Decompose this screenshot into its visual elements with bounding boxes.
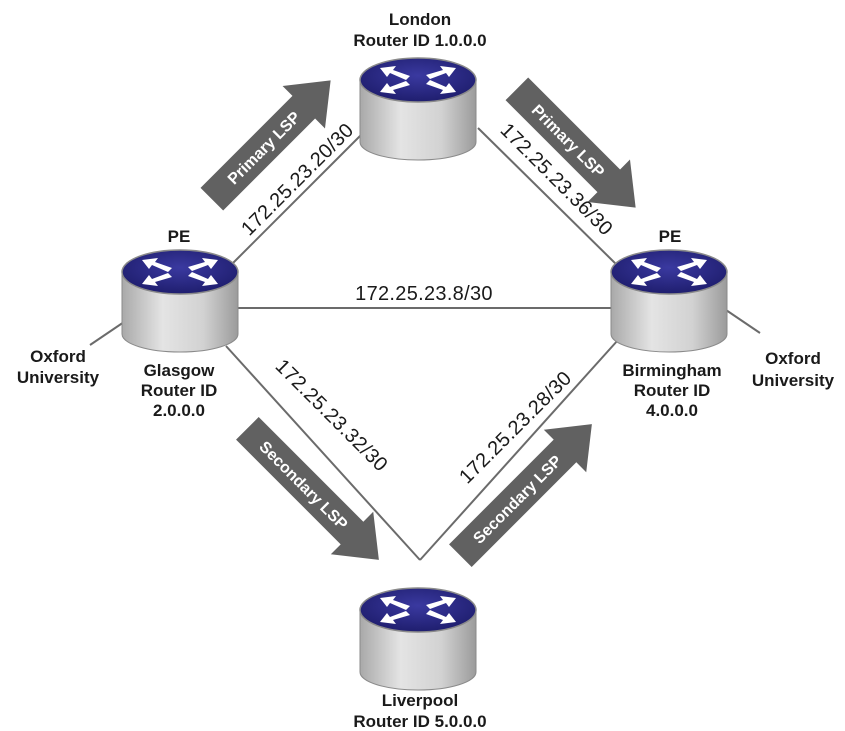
- customer-right-line1: Oxford: [765, 349, 821, 368]
- secondary-lsp-arrow-1: Secondary LSP: [236, 417, 379, 560]
- liverpool-name: Liverpool: [382, 691, 459, 710]
- link-liverpool-birmingham: [419, 339, 619, 561]
- birmingham-pe-label: PE: [659, 227, 682, 246]
- link-customer-right: [725, 309, 761, 334]
- router-glasgow: [121, 249, 239, 353]
- liverpool-router-id: Router ID 5.0.0.0: [353, 712, 486, 731]
- glasgow-router-id: 2.0.0.0: [153, 401, 205, 420]
- customer-left-line2: University: [17, 368, 100, 387]
- birmingham-name: Birmingham: [622, 361, 721, 380]
- glasgow-pe-label: PE: [168, 227, 191, 246]
- link-label-glasgow-birmingham: 172.25.23.8/30: [355, 283, 493, 305]
- link-london-birmingham: [477, 127, 621, 269]
- router-liverpool: [359, 587, 477, 691]
- birmingham-router-id-label: Router ID: [634, 381, 711, 400]
- customer-left-line1: Oxford: [30, 347, 86, 366]
- birmingham-router-id: 4.0.0.0: [646, 401, 698, 420]
- glasgow-router-id-label: Router ID: [141, 381, 218, 400]
- link-customer-left: [89, 321, 125, 346]
- london-router-id: Router ID 1.0.0.0: [353, 31, 486, 50]
- link-glasgow-liverpool: [225, 345, 421, 561]
- router-london: [359, 57, 477, 161]
- router-birmingham: [610, 249, 728, 353]
- router-labels: London Router ID 1.0.0.0 PE Glasgow Rout…: [17, 10, 835, 731]
- links: [89, 127, 761, 561]
- link-glasgow-london: [227, 127, 369, 269]
- secondary-lsp-label-1: Secondary LSP: [255, 438, 350, 533]
- glasgow-name: Glasgow: [144, 361, 216, 380]
- london-name: London: [389, 10, 451, 29]
- customer-right-line2: University: [752, 371, 835, 390]
